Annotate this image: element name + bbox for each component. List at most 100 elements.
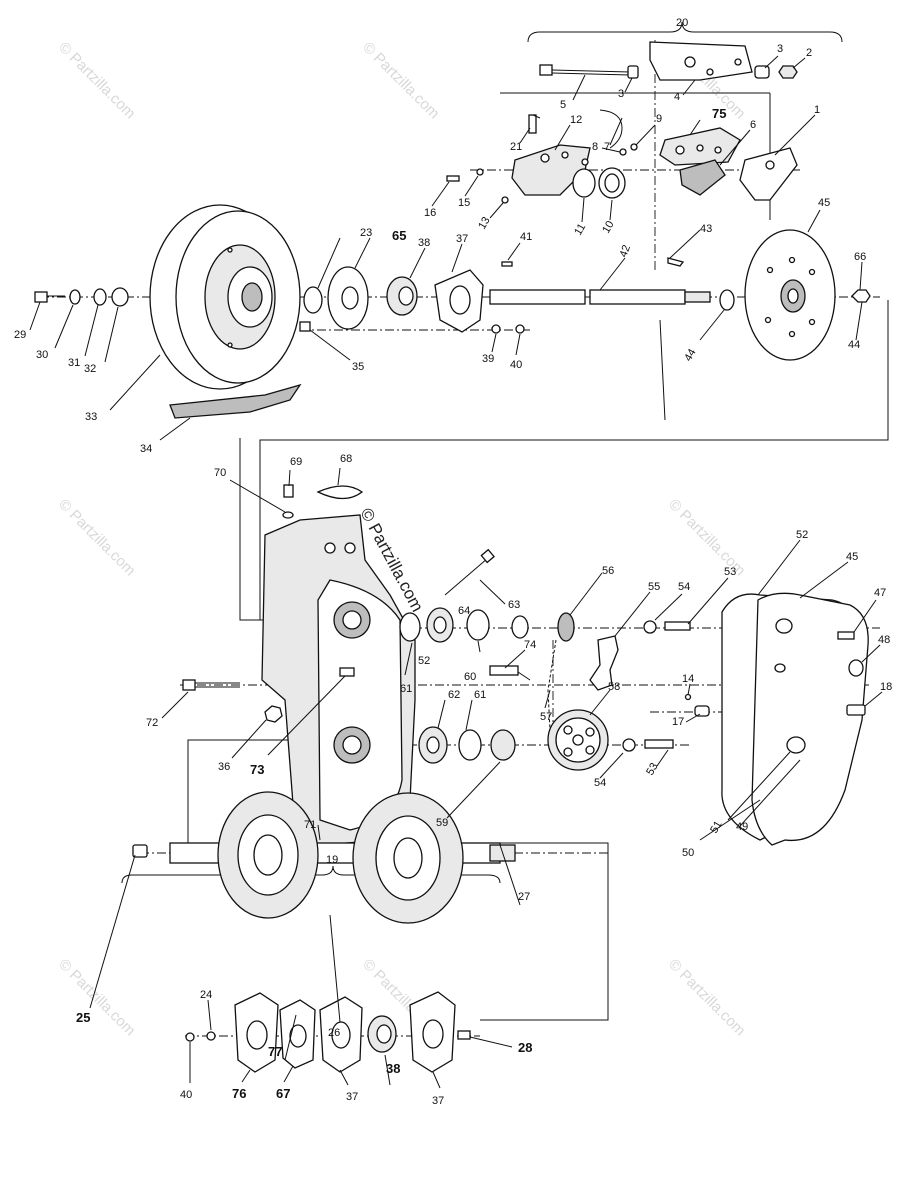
callout: 77 — [268, 1044, 282, 1059]
callout: 57 — [540, 711, 552, 723]
callout: 38 — [418, 237, 430, 249]
callout: 40 — [180, 1089, 192, 1101]
callout-labels: 20 1 2 3 3 4 5 75 6 9 7 8 12 21 16 15 13… — [14, 17, 892, 1107]
callout: 59 — [436, 817, 448, 829]
callout: 37 — [432, 1095, 444, 1107]
callout: 12 — [570, 114, 582, 126]
callout: 15 — [458, 197, 470, 209]
callout: 37 — [346, 1091, 358, 1103]
callout: 53 — [644, 761, 661, 778]
callout: 18 — [880, 681, 892, 693]
callout: 9 — [656, 113, 662, 125]
callout: 34 — [140, 443, 152, 455]
callout: 61 — [400, 683, 412, 695]
callout: 67 — [276, 1086, 290, 1101]
callout: 52 — [796, 529, 808, 541]
callout: 63 — [508, 599, 520, 611]
callout: 54 — [678, 581, 690, 593]
callout: 53 — [724, 566, 736, 578]
callout: 7 — [604, 141, 610, 153]
callout: 31 — [68, 357, 80, 369]
callout: 42 — [618, 243, 633, 259]
watermark: © Partzilla.com — [55, 956, 138, 1039]
callout: 41 — [520, 231, 532, 243]
callout: 11 — [572, 222, 588, 238]
callout: 74 — [524, 639, 536, 651]
callout: 70 — [214, 467, 226, 479]
callout: 38 — [386, 1061, 400, 1076]
callout: 20 — [676, 17, 688, 29]
callout: 14 — [682, 673, 694, 685]
track-drive-shaft-assembly — [132, 791, 516, 924]
callout: 58 — [608, 681, 620, 693]
callout: 39 — [482, 353, 494, 365]
callout: 61 — [474, 689, 486, 701]
callout: 5 — [560, 99, 566, 111]
callout: 3 — [618, 88, 624, 100]
callout: 29 — [14, 329, 26, 341]
callout: 68 — [340, 453, 352, 465]
callout: 6 — [750, 119, 756, 131]
callout: 49 — [736, 821, 748, 833]
callout: 62 — [448, 689, 460, 701]
callout: 35 — [352, 361, 364, 373]
callout: 48 — [878, 634, 890, 646]
callout: 13 — [476, 215, 493, 232]
chaincase-assembly — [182, 484, 869, 846]
callout: 45 — [818, 197, 830, 209]
callout: 64 — [458, 605, 470, 617]
callout: 51 — [708, 819, 725, 836]
callout: 26 — [328, 1027, 340, 1039]
watermark: © Partzilla.com — [665, 956, 748, 1039]
callout: 27 — [518, 891, 530, 903]
callout: 25 — [76, 1010, 90, 1025]
callout: 69 — [290, 456, 302, 468]
callout: 72 — [146, 717, 158, 729]
callout: 8 — [592, 141, 598, 153]
callout: 52 — [418, 655, 430, 667]
group-brackets — [121, 21, 843, 884]
leader-lines — [29, 55, 883, 1089]
callout: 32 — [84, 363, 96, 375]
callout: 3 — [777, 43, 783, 55]
callout: 37 — [456, 233, 468, 245]
callout: 17 — [672, 716, 684, 728]
callout: 65 — [392, 228, 406, 243]
callout: 1 — [814, 104, 820, 116]
callout: 44 — [682, 347, 699, 364]
bearing-housing-assembly — [185, 991, 471, 1073]
callout: 50 — [682, 847, 694, 859]
callout: 40 — [510, 359, 522, 371]
callout: 55 — [648, 581, 660, 593]
callout: 56 — [602, 565, 614, 577]
callout: 66 — [854, 251, 866, 263]
callout: 75 — [712, 106, 726, 121]
callout: 10 — [600, 219, 617, 236]
callout: 54 — [594, 777, 606, 789]
callout: 28 — [518, 1040, 532, 1055]
callout: 43 — [700, 223, 712, 235]
callout: 30 — [36, 349, 48, 361]
watermark: © Partzilla.com — [55, 496, 138, 579]
callout: 71 — [304, 819, 316, 831]
callout: 33 — [85, 411, 97, 423]
callout: 73 — [250, 762, 264, 777]
watermark: © Partzilla.com — [55, 39, 138, 122]
upper-mount-assembly — [446, 41, 798, 204]
watermark: © Partzilla.com — [359, 39, 442, 122]
callout: 36 — [218, 761, 230, 773]
callout: 16 — [424, 207, 436, 219]
clutch-assembly — [34, 204, 871, 419]
callout: 21 — [510, 141, 522, 153]
callout: 2 — [806, 47, 812, 59]
callout: 47 — [874, 587, 886, 599]
callout: 24 — [200, 989, 212, 1001]
callout: 4 — [674, 91, 680, 103]
callout: 60 — [464, 671, 476, 683]
callout: 23 — [360, 227, 372, 239]
callout: 19 — [326, 854, 338, 866]
callout: 45 — [846, 551, 858, 563]
callout: 76 — [232, 1086, 246, 1101]
callout: 44 — [848, 339, 860, 351]
